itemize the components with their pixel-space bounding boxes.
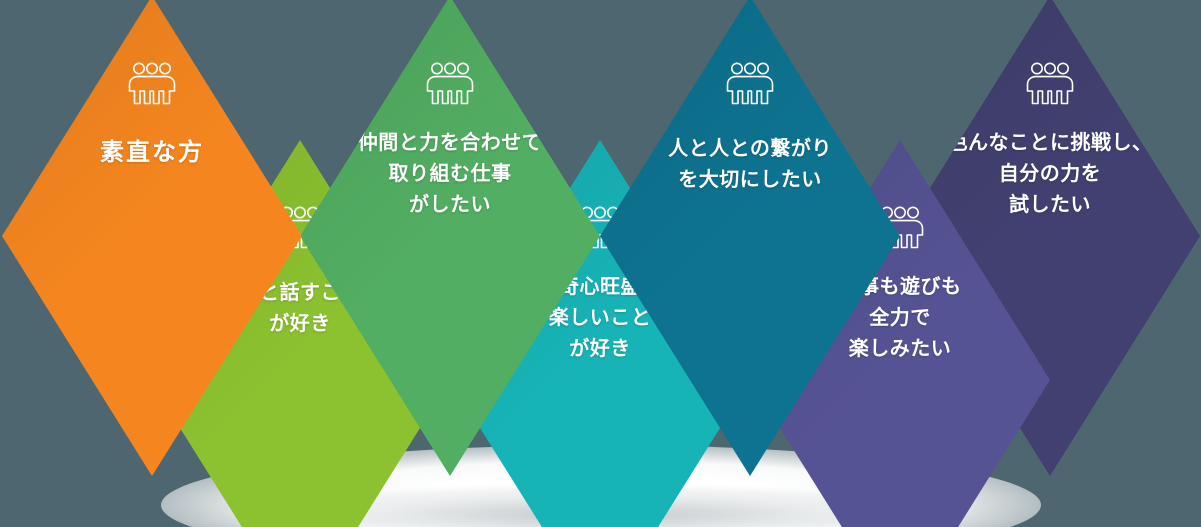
three-people-group-icon — [123, 60, 181, 108]
tile-label: 素直な方 — [100, 139, 204, 166]
three-people-group-icon — [1021, 60, 1079, 108]
three-people-group-icon — [721, 60, 779, 108]
tile-label: 色んなことに挑戦し、 自分の力を 試したい — [947, 132, 1153, 216]
tile-label: 仲間と力を合わせて 取り組む仕事 がしたい — [357, 132, 543, 216]
three-people-group-icon — [421, 60, 479, 108]
tile-label: 人と人との繋がり を大切にしたい — [668, 138, 832, 191]
